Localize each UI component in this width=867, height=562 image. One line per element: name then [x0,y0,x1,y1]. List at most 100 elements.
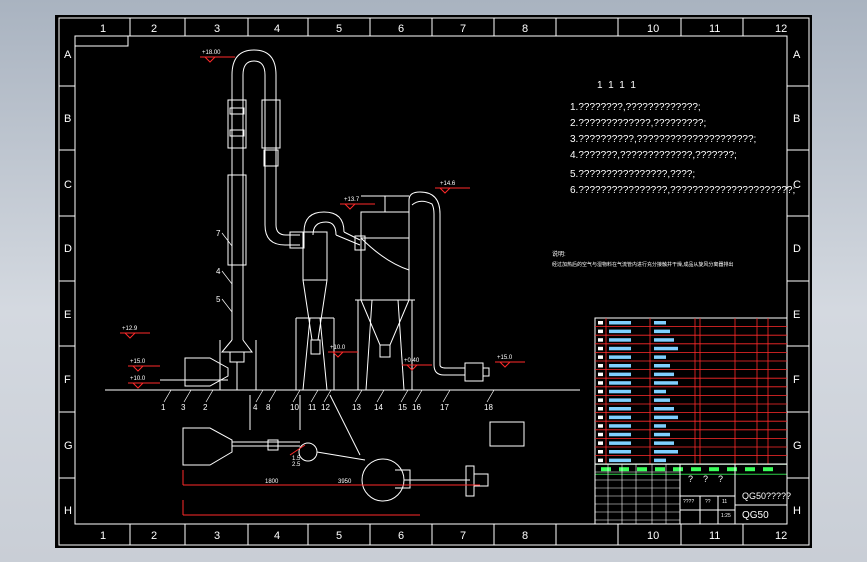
parts-table-cell-mark [654,346,678,351]
dim-3950: 3950 [338,479,352,485]
frame-bottom-number: 5 [336,530,342,542]
leader-line [376,389,385,403]
parts-table-cell-mark [609,424,631,428]
parts-table-footer-mark [601,467,611,472]
parts-table-cell-mark [598,415,603,420]
parts-table-cell-mark [654,450,678,454]
frame-left-letter: A [64,49,72,61]
parts-table-cell-mark [654,407,674,411]
parts-table-cell-mark [609,389,631,394]
parts-table-cell-mark [609,321,631,325]
frame-left-letter: G [64,440,73,452]
leader-line [205,389,214,403]
frame-top-number: 5 [336,23,342,35]
u-bend [231,49,277,76]
elevation-label-left_a: +15.0 [130,359,146,365]
frame-top-number: 3 [214,23,220,35]
frame-left-letter: C [64,179,72,191]
note-line: 1.????????,?????????????; [570,102,701,113]
frame-left-letter: H [64,505,72,517]
parts-table-cell-mark [598,424,603,428]
parts-table-cell-mark [598,346,603,351]
leader-line [354,389,363,403]
part-label: 15 [398,403,407,412]
leader-line [163,389,172,403]
leader-line [221,298,233,313]
part-label: 12 [321,403,330,412]
note-line: 3.??????????,?????????????????????; [570,134,756,145]
leader-line [323,389,332,403]
parts-table-cell-mark [654,398,670,402]
frame-left-letter: E [64,309,71,321]
elevation-markers [120,56,525,516]
parts-table-cell-mark [598,458,603,463]
parts-table-cell-mark [654,415,678,420]
note-line: 5.????????????????,????; [570,169,695,180]
frame-left-letter: F [64,374,71,386]
leader-line [442,389,451,403]
elevation-label-base_b: +0.40 [404,358,420,364]
parts-table-cell-mark [598,398,603,402]
frame-right-letter: G [793,440,802,452]
parts-table-cell-mark [609,432,631,437]
inlet-horn [184,357,229,387]
part-label: 10 [290,403,299,412]
parts-table-cell-mark [598,355,603,359]
parts-list-table [594,317,788,475]
riser-section-upper [227,99,247,149]
parts-table-cell-mark [598,450,603,454]
frame-top-number: 2 [151,23,157,35]
parts-table-cell-mark [654,372,674,377]
note-line: 2.?????????????,?????????; [570,118,706,129]
part-label: 13 [352,403,361,412]
parts-table-cell-mark [609,381,631,385]
title-cell-2: ?? [705,499,711,505]
title-cell-3: 11 [722,499,727,505]
leader-line [310,389,319,403]
parts-table-footer-mark [745,467,755,472]
parts-table-cell-mark [654,441,674,445]
elevation-label-right_outlet: +15.0 [497,355,513,361]
frame-right-letter: H [793,505,801,517]
dim-1-5: 1.5 [292,456,301,462]
riser-section-lower [227,174,247,266]
frame-right-letter: F [793,374,800,386]
frame-top-number: 4 [274,23,280,35]
frame-right-letter: A [793,49,801,61]
frame-top-number: 6 [398,23,404,35]
parts-table-cell-mark [598,372,603,377]
parts-table-footer-mark [709,467,719,472]
parts-table-cell-mark [654,338,674,342]
notes-small-label: 说明: [552,250,566,258]
parts-table-cell-mark [609,415,631,420]
elevation-label-mid_left: +12.9 [122,326,138,332]
parts-table-cell-mark [598,389,603,394]
parts-table-cell-mark [598,432,603,437]
frame-bottom-number: 3 [214,530,220,542]
leader-line [292,389,301,403]
leader-lines [163,232,495,403]
parts-table-footer-mark [637,467,647,472]
frame-bottom-number: 8 [522,530,528,542]
parts-table-cell-mark [609,338,631,342]
frame-ticks [59,18,809,545]
notes-small-line: 经过加热后的空气与湿物料在气流管内进行充分接触并干燥,成品从旋风分离器排出 [552,261,733,268]
frame-top-number: 11 [709,23,720,35]
parts-table-cell-mark [598,329,603,334]
parts-table-cell-mark [609,398,631,402]
parts-table-cell-mark [654,458,666,463]
part-label: 18 [484,403,493,412]
title-model-a: QG50????? [742,491,791,501]
frame-bottom-number: 7 [460,530,466,542]
title-mark-2: ? [703,474,708,484]
leader-line [221,270,233,285]
parts-table-cell-mark [598,338,603,342]
parts-table-cell-mark [654,355,666,359]
frame-left-letter: B [64,113,71,125]
parts-table-cell-mark [654,364,670,368]
frame-bottom-number: 12 [775,530,787,542]
parts-table-cell-mark [654,424,666,428]
parts-table-cell-mark [609,441,631,445]
